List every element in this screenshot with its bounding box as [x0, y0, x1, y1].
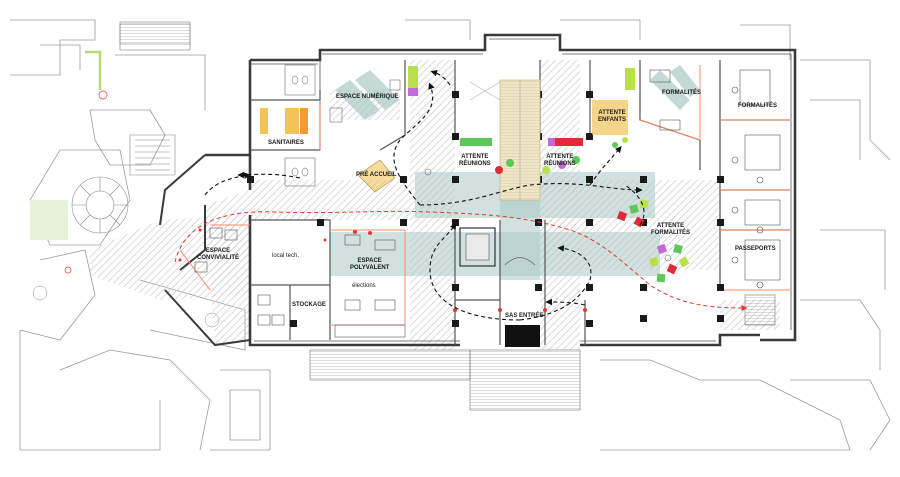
label-espace-polyvalent: ESPACE POLYVALENT [350, 258, 390, 271]
black-path-east [624, 184, 645, 226]
teal-stripes [335, 65, 700, 120]
label-attente-reunions-2: ATTENTE RÉUNIONS [544, 154, 576, 167]
black-path-sas [545, 298, 586, 306]
attente-reunions-seating [460, 138, 583, 174]
black-path-west [204, 172, 251, 196]
context-compass [32, 285, 48, 301]
elevator [459, 227, 496, 267]
espace-polyvalent-furniture [334, 230, 406, 338]
sanitaires-fixtures [260, 64, 316, 187]
label-espace-numerique: ESPACE NUMÉRIQUE [336, 94, 399, 100]
context-stair [71, 134, 176, 234]
red-markers [178, 228, 587, 312]
toilet-icon [291, 75, 299, 85]
outer-walls [205, 33, 797, 347]
west-wing-walls [159, 154, 251, 347]
attente-formalites-seating [616, 199, 690, 283]
black-path-central [429, 222, 521, 321]
label-stockage: STOCKAGE [292, 302, 326, 308]
attente-enfants-furniture [592, 68, 635, 148]
entrance-steps [469, 349, 581, 411]
label-formalites-1: FORMALITÉS [662, 90, 701, 96]
black-path-pre-accueil [237, 171, 301, 179]
black-path-stair [430, 69, 451, 86]
black-path-enfants [589, 145, 622, 186]
pre-accueil-desk [357, 159, 432, 193]
sas-mat [505, 325, 540, 347]
black-path-numerique [393, 82, 435, 206]
entrance-stairs [309, 349, 471, 381]
context-red-ring-2 [64, 266, 72, 274]
red-path-main [174, 210, 748, 311]
black-path-entrance [519, 245, 592, 321]
label-attente-enfants: ATTENTE ENFANTS [598, 110, 627, 123]
glazed-partitions [179, 65, 790, 326]
elevator-inner [465, 233, 490, 261]
label-passeports: PASSEPORTS [735, 246, 776, 252]
label-attente-formalites: ATTENTE FORMALITÉS [651, 223, 690, 236]
label-local-tech: local tech. [272, 253, 300, 259]
east-stairs [744, 294, 776, 326]
elevator-door [504, 257, 536, 266]
label-sas-entree: SAS ENTRÉE [505, 313, 544, 319]
context-red-ring [98, 90, 108, 100]
context-stair-top [119, 23, 191, 45]
window-walls [250, 38, 792, 342]
west-furniture [194, 227, 285, 326]
formalites-desks [649, 69, 781, 289]
label-attente-reunions-1: ATTENTE RÉUNIONS [459, 154, 491, 167]
label-formalites-2: FORMALITÉS [738, 103, 777, 109]
label-sanitaires: SANITAIRES [268, 140, 304, 146]
espace-numerique-furniture [329, 66, 418, 123]
central-stair-lines [469, 80, 521, 200]
label-espace-convivialite: ESPACE CONVIVIALITÉ [197, 248, 240, 261]
black-path-reunions [419, 183, 643, 206]
green-garden-edge [85, 50, 102, 90]
label-elections: élections [352, 283, 376, 289]
label-pre-accueil: PRÉ ACCUEIL [356, 172, 397, 178]
context-garden [30, 200, 68, 240]
